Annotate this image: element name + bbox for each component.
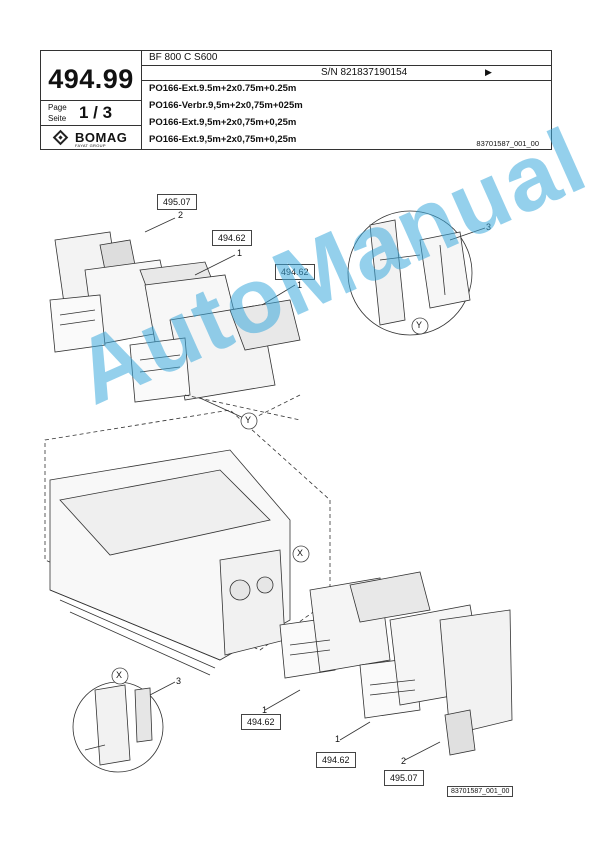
divider	[141, 80, 551, 81]
page-reference-link[interactable]: 495.07	[384, 770, 424, 786]
main-screed-frame	[44, 409, 331, 676]
item-number: 3	[486, 222, 492, 232]
item-number: 1	[297, 280, 303, 290]
item-number: 1	[335, 734, 341, 744]
page-label: Page	[48, 103, 67, 112]
page-title: 494.99	[48, 64, 134, 94]
item-number: 1	[237, 248, 243, 258]
document-reference: 83701587_001_00	[476, 139, 539, 148]
marker-y: Y	[416, 320, 423, 330]
page-reference-link[interactable]: 494.62	[212, 230, 252, 246]
detail-x-circle	[72, 681, 164, 773]
watermark: AutoManual	[60, 108, 602, 425]
page-reference-link[interactable]: 495.07	[157, 194, 197, 210]
divider	[141, 65, 551, 66]
next-arrow-icon[interactable]: ▶	[485, 67, 492, 77]
page-count: 1 / 3	[79, 103, 113, 122]
item-number: 3	[176, 676, 182, 686]
description-line: PO166-Ext.9.5m+2x0.75m+0.25m	[149, 83, 297, 94]
page-reference-link[interactable]: 494.62	[241, 714, 281, 730]
drawing-reference: 83701587_001_00	[447, 786, 514, 797]
marker-x: X	[116, 670, 123, 680]
serial-number: S/N 821837190154	[321, 67, 408, 78]
page-label-de: Seite	[48, 114, 67, 123]
page-reference-link[interactable]: 494.62	[316, 752, 356, 768]
page-reference-link[interactable]: 494.62	[275, 264, 315, 280]
description-line: PO166-Verbr.9,5m+2x0,75m+025m	[149, 100, 303, 111]
item-number: 2	[401, 756, 407, 766]
brand-name: BOMAG	[75, 130, 128, 145]
description-line: PO166-Ext.9,5m+2x0,75m+0,25m	[149, 117, 297, 128]
detail-y-circle	[347, 210, 473, 336]
title-block: BF 800 C S600 S/N 821837190154 ▶ 494.99 …	[40, 50, 552, 150]
brand-subtitle: FAYAT GROUP	[75, 143, 106, 148]
model-name: BF 800 C S600	[149, 52, 218, 63]
divider	[41, 100, 141, 101]
upper-extension-assembly	[49, 231, 301, 421]
divider	[141, 51, 142, 149]
divider	[41, 125, 141, 126]
lower-extension-assembly	[279, 571, 513, 756]
bomag-logo: BOMAG FAYAT GROUP	[47, 129, 137, 149]
item-number: 2	[178, 210, 184, 220]
item-number: 1	[262, 705, 268, 715]
marker-x: X	[297, 548, 304, 558]
description-line: PO166-Ext.9,5m+2x0,75m+0,25m	[149, 134, 297, 145]
marker-y: Y	[245, 415, 252, 425]
bomag-diamond-icon	[52, 129, 69, 146]
